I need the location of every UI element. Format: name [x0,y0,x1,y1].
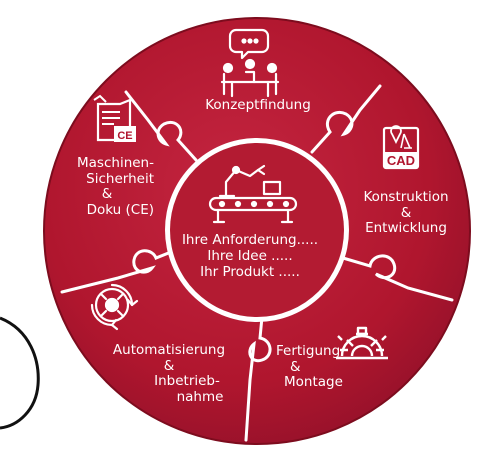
segment-konzeptfindung: Konzeptfindung [188,97,328,114]
segment-label-line: Inbetrieb- [154,373,220,389]
scribble-curve [0,316,40,430]
segment-label-line: nahme [176,388,224,405]
divider-fertigung-automatisierung [244,315,272,442]
segment-label-line: Maschinen- [77,155,154,171]
segment-label-line: & [163,357,175,374]
cad-drawing-icon: CAD [382,125,420,170]
segment-label-line: Sicherheit [86,170,154,187]
segment-label-line: Entwicklung [365,220,447,236]
segment-label-line: & [400,204,412,221]
segment-sicherheit: Maschinen- Sicherheit & Doku (CE) [50,155,154,218]
divider-konstruktion-fertigung [341,254,454,302]
segment-label-line: Doku (CE) [86,201,154,218]
segment-dividers [60,84,454,442]
segment-label-line: Automatisierung [112,342,226,358]
segment-konstruktion: Konstruktion & Entwicklung [350,189,462,237]
segment-label-line: & [101,186,113,202]
ce-document-icon: CE [93,94,136,142]
divider-sicherheit-konzept [124,90,198,162]
center-circle [170,143,344,317]
center-text: Ihre Anforderung..... Ihre Idee ..... Ih… [160,232,340,280]
automation-cycle-icon [90,283,139,331]
segment-label-line: & [290,358,301,375]
segment-fertigung: Fertigung & Montage [268,343,358,391]
outer-ring-edge [43,17,471,445]
gear-settings-icon [336,326,388,360]
cad-icon-text: CAD [387,153,415,168]
segment-label-line: Konstruktion [363,189,449,205]
segment-label-line: Fertigung [276,343,341,359]
center-line-produkt: Ihr Produkt ..... [200,264,300,280]
segment-label-line: Montage [284,374,343,390]
segment-label-line: Konzeptfindung [205,97,311,113]
divider-automatisierung-sicherheit [60,248,178,294]
segment-automatisierung: Automatisierung & Inbetrieb- nahme [86,342,252,405]
factory-robot-conveyor-icon [208,164,298,224]
ce-icon-text: CE [117,130,132,142]
center-line-anforderung: Ihre Anforderung..... [181,232,319,248]
center-line-idee: Ihre Idee ..... [207,248,293,264]
divider-konzept-konstruktion [310,84,382,154]
team-meeting-icon [220,28,280,98]
